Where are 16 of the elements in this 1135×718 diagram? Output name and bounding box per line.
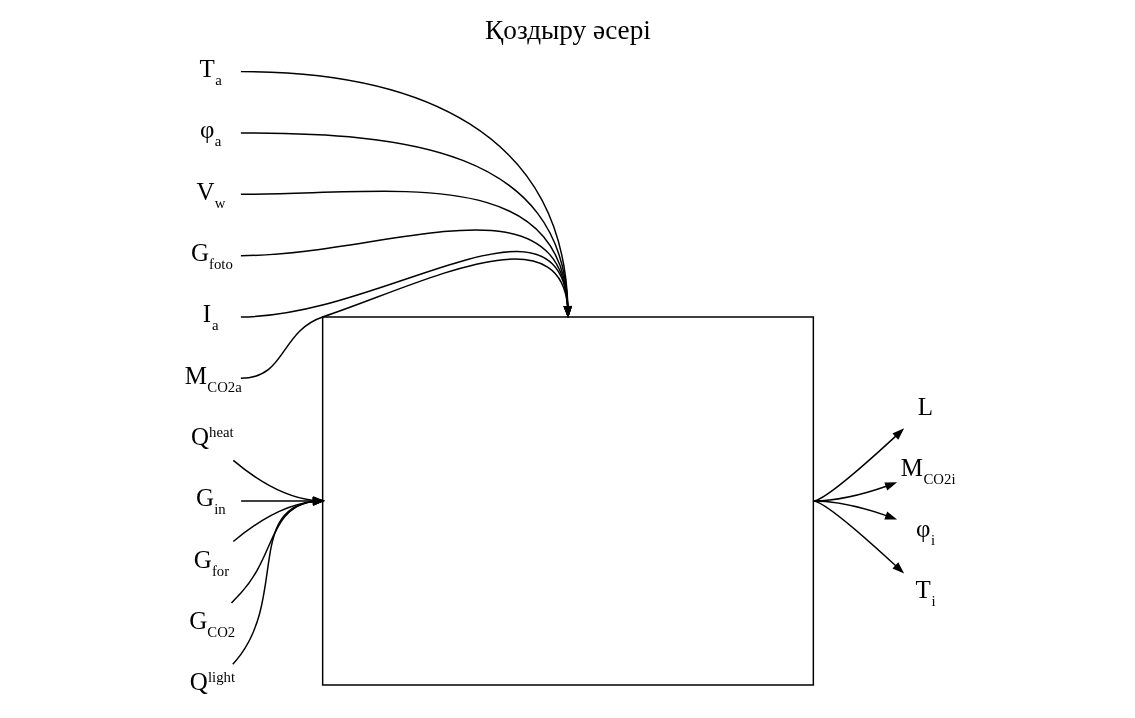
diagram-title: Қоздыру әсері (484, 14, 651, 45)
node-text: V$_{w}$ (196, 177, 225, 211)
node-text: G$_{foto}$ (190, 238, 233, 272)
node-text: G$_{CO2}$ (188, 606, 235, 640)
node-text: φ$_{i}$ (915, 514, 935, 548)
node-text: G$_{in}$ (195, 484, 226, 518)
node-text: T$_{a}$ (198, 54, 222, 88)
node-text: φ$_{a}$ (199, 116, 221, 150)
node-text: L (917, 393, 933, 421)
node-text: I$_{a}$ (202, 300, 218, 334)
node-text: G$_{for}$ (193, 545, 229, 579)
node-text: Q$^{heat}$ (190, 422, 234, 450)
node-text: M$_{CO2i}$ (900, 453, 955, 487)
node-text: M$_{CO2a}$ (184, 361, 242, 395)
node-text: Q$^{light}$ (189, 668, 235, 696)
node-text: T$_{i}$ (915, 576, 936, 610)
